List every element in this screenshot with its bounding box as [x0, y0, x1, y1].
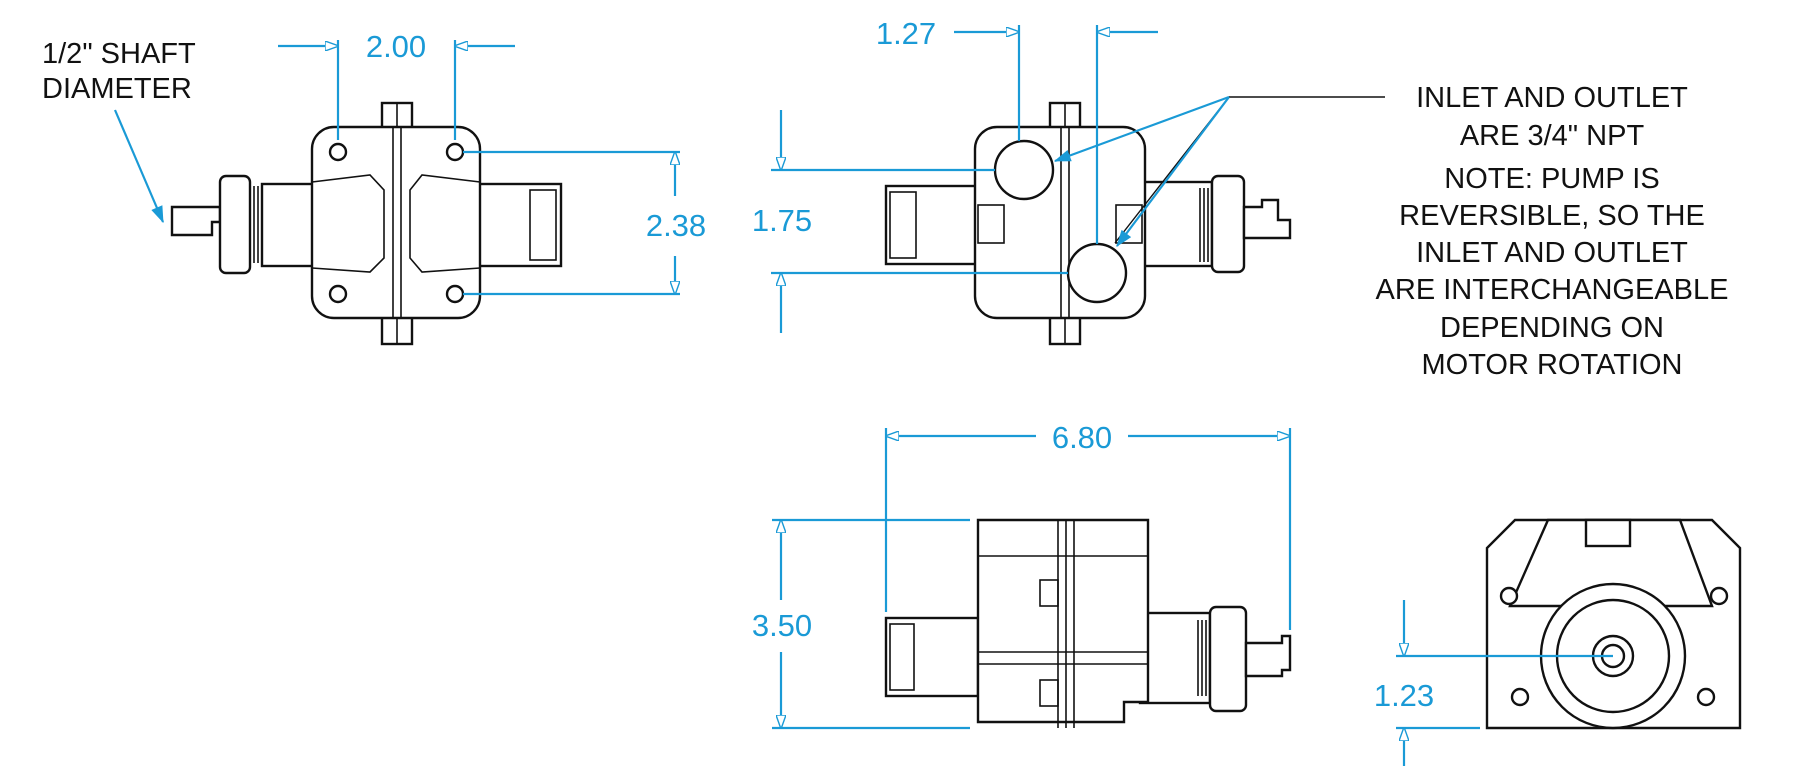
front-mount-hole-tr: [445, 142, 465, 162]
port-note-line-5: INLET AND OUTLET: [1416, 237, 1688, 269]
end-view: [1485, 518, 1742, 730]
rear-shaft: [1242, 198, 1292, 240]
end-top-slot: [1584, 518, 1632, 548]
front-shaft: [170, 205, 222, 237]
front-seal-nut: [218, 174, 252, 275]
port-note-line-3: NOTE: PUMP IS: [1444, 163, 1659, 195]
dim-rear-port-spacing-label: 1.75: [752, 203, 812, 238]
dim-front-hole-spacing: [278, 40, 515, 140]
side-seal-nut: [1208, 605, 1248, 713]
port-note-leaders: [1053, 95, 1385, 247]
front-view: [170, 101, 563, 346]
dim-side-overall-length: [884, 428, 1292, 630]
rear-port-lower: [1066, 242, 1128, 304]
dim-rear-port-spacing: [771, 110, 1068, 333]
side-threads: [1197, 620, 1207, 696]
rear-left-boss: [884, 184, 980, 266]
dim-side-overall-height: [772, 518, 970, 730]
front-mount-hole-br: [445, 284, 465, 304]
dim-rear-port-offset-label: 1.27: [876, 16, 936, 51]
shaft-note-leader: [113, 109, 165, 224]
dim-side-overall-height-label: 3.50: [752, 608, 812, 643]
front-left-boss: [260, 182, 316, 268]
shaft-note-line-1: 1/2" SHAFT: [42, 38, 196, 70]
dim-front-hole-height: [463, 150, 680, 296]
port-note-line-4: REVERSIBLE, SO THE: [1399, 200, 1705, 232]
dim-end-shaft-height-label: 1.23: [1374, 678, 1434, 713]
end-hole-bl: [1510, 687, 1530, 707]
port-note-line-1: INLET AND OUTLET: [1416, 82, 1688, 114]
end-hole-tl: [1499, 586, 1519, 606]
dim-end-shaft-height: [1396, 600, 1613, 766]
dim-front-hole-spacing-label: 2.00: [366, 29, 426, 64]
front-mount-hole-tl: [328, 142, 348, 162]
rear-threads: [1199, 188, 1209, 262]
side-view: [884, 518, 1292, 728]
port-note: INLET AND OUTLET ARE 3/4" NPT NOTE: PUMP…: [1376, 82, 1729, 381]
side-shaft: [1244, 634, 1292, 678]
end-top-web: [1508, 518, 1714, 608]
shaft-note-line-2: DIAMETER: [42, 73, 192, 105]
rear-view: [884, 101, 1292, 346]
side-left-boss: [884, 616, 980, 698]
rear-seal-nut: [1210, 174, 1246, 274]
front-threads: [249, 186, 263, 263]
rear-port-upper: [993, 139, 1055, 201]
front-mount-hole-bl: [328, 284, 348, 304]
dim-side-overall-length-label: 6.80: [1052, 420, 1112, 455]
side-right-boss: [1138, 611, 1212, 705]
end-hole-br: [1696, 687, 1716, 707]
port-note-line-7: DEPENDING ON: [1440, 312, 1664, 344]
dim-rear-port-offset: [954, 25, 1158, 244]
port-note-line-8: MOTOR ROTATION: [1422, 349, 1683, 381]
port-note-line-2: ARE 3/4" NPT: [1460, 120, 1645, 152]
side-body: [976, 518, 1150, 724]
port-note-line-6: ARE INTERCHANGEABLE: [1376, 274, 1729, 306]
end-hole-tr: [1709, 586, 1729, 606]
front-right-boss: [475, 182, 563, 268]
dim-front-hole-height-label: 2.38: [646, 208, 706, 243]
